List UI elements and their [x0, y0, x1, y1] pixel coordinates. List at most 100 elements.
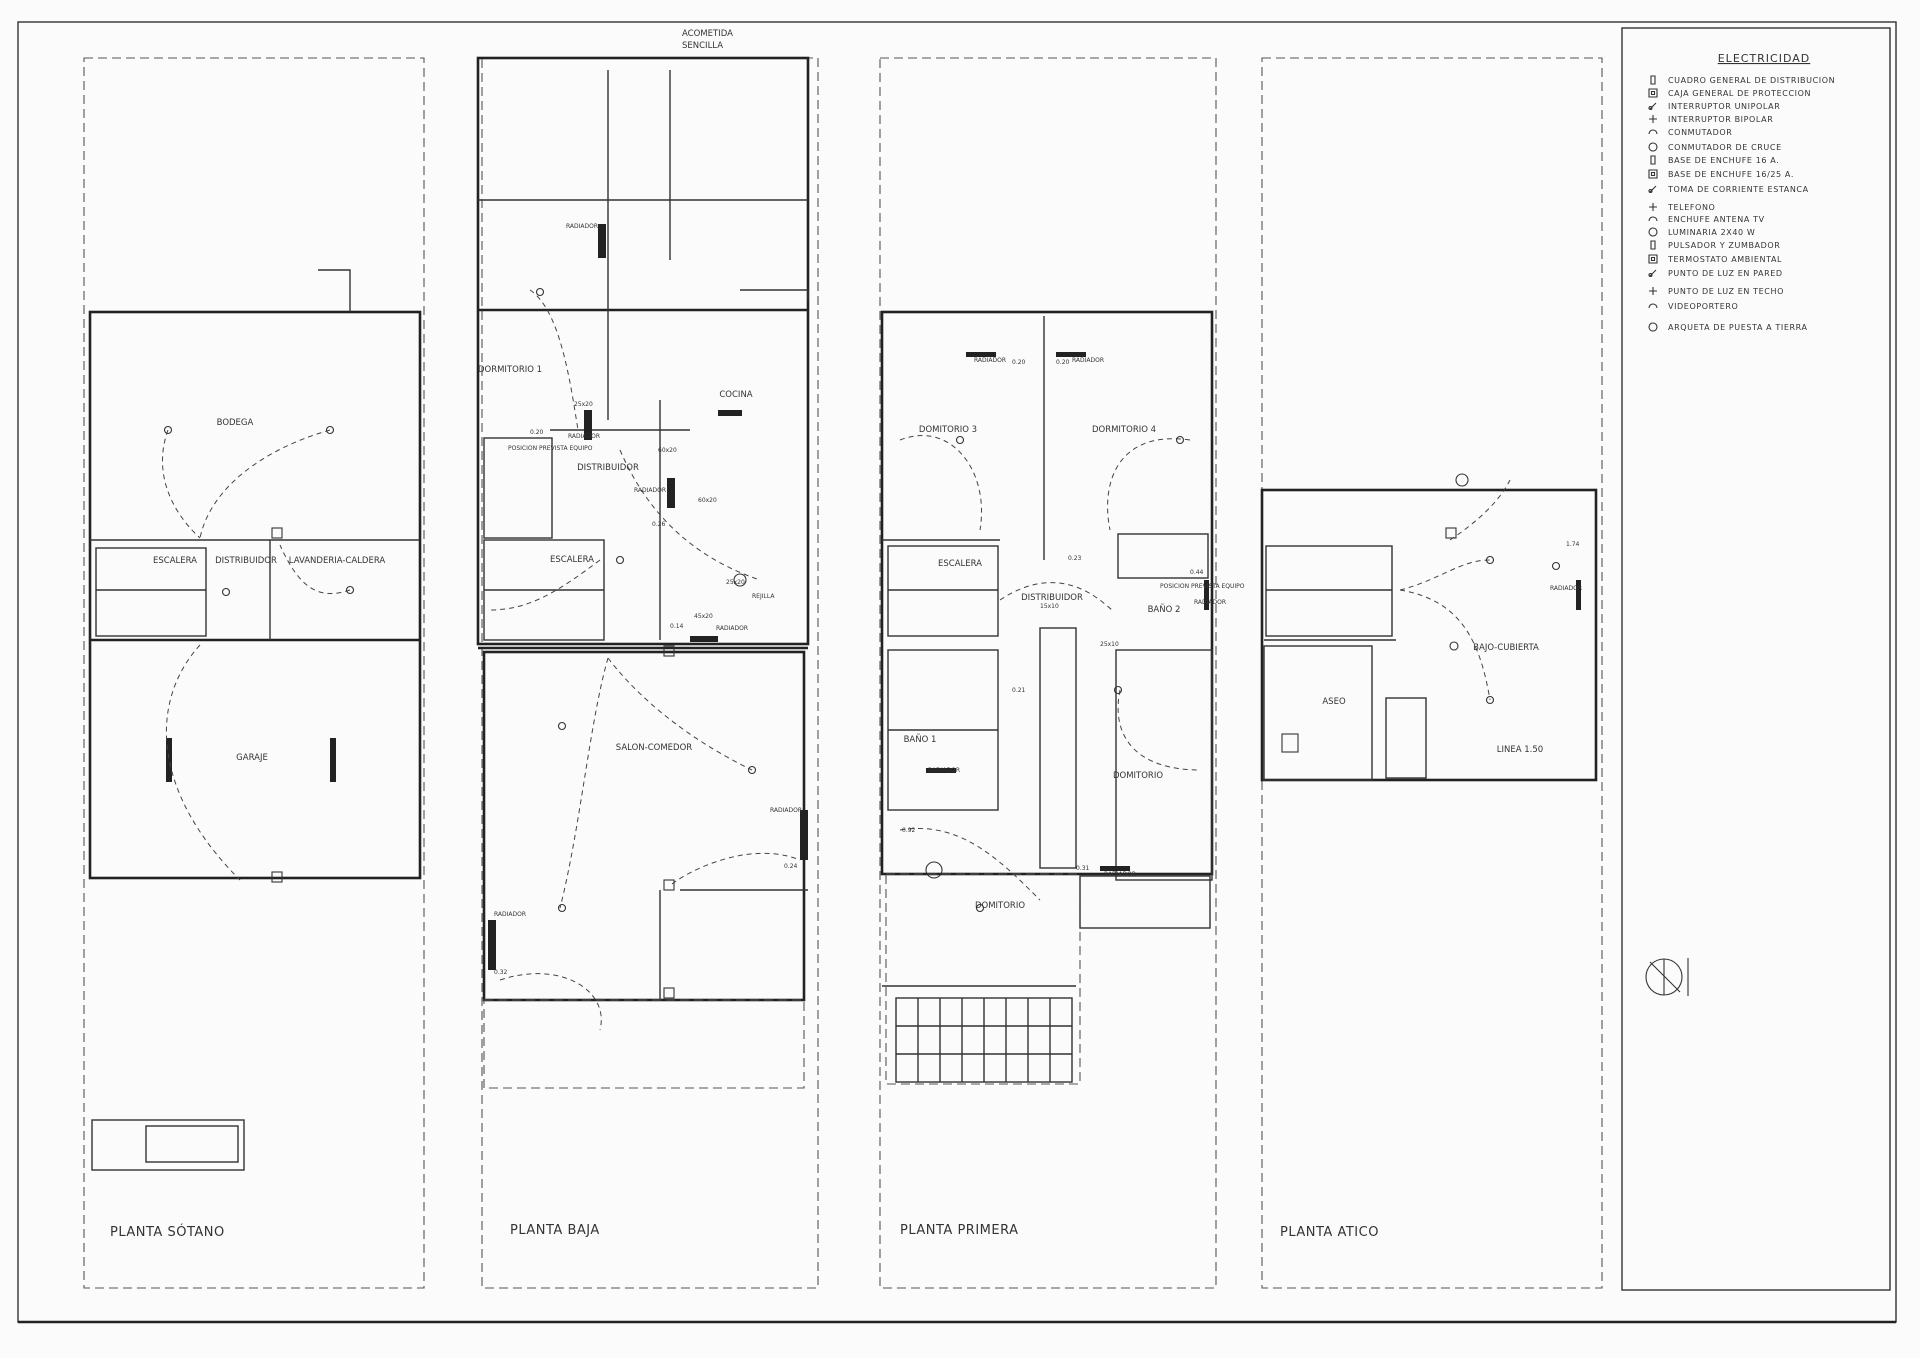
dim-c3: 60x20 [698, 497, 717, 504]
luminaire-icon [1648, 227, 1658, 237]
room-distribuidor-primera: DISTRIBUIDOR [1021, 593, 1083, 603]
radiador-label-p2: RADIADOR [1072, 357, 1104, 364]
legend-title: ELECTRICIDAD [1718, 52, 1811, 65]
acometida-label-1: ACOMETIDA [682, 29, 733, 39]
title-planta-baja: PLANTA BAJA [510, 1223, 600, 1238]
socket-16a-icon [1650, 155, 1656, 165]
protection-box-icon [1648, 88, 1658, 98]
prevista-label-primera: POSICION PREVISTA EQUIPO [1160, 583, 1245, 590]
radiador-label-p1: RADIADOR [974, 357, 1006, 364]
legend-item-label: PUNTO DE LUZ EN PARED [1668, 269, 1783, 278]
prevista-label-baja: POSICION PREVISTA EQUIPO [508, 445, 593, 452]
dim-d5: 0.14 [670, 623, 684, 630]
acometida-label-2: SENCILLA [682, 41, 723, 51]
room-distribuidor-baja: DISTRIBUIDOR [577, 463, 639, 473]
video-intercom-icon [1648, 303, 1658, 309]
dim-d3: 0.24 [784, 863, 798, 870]
room-bano-2: BAÑO 2 [1148, 604, 1181, 615]
bipolar-switch-icon [1649, 115, 1657, 123]
legend-item-label: CONMUTADOR DE CRUCE [1668, 143, 1782, 152]
legend-item-label: CUADRO GENERAL DE DISTRIBUCION [1668, 76, 1835, 85]
north-arrow-icon [1645, 958, 1689, 996]
dim-d12: 1.74 [1566, 541, 1580, 548]
earth-pit-icon [1648, 322, 1658, 332]
room-bodega: BODEGA [217, 418, 254, 428]
tv-antenna-icon [1648, 216, 1658, 222]
legend-item-label: PULSADOR Y ZUMBADOR [1668, 241, 1780, 250]
dim-d8: 0.23 [1068, 555, 1082, 562]
wall-light-icon [1648, 269, 1657, 277]
legend: ELECTRICIDAD CUADRO GENERAL DE DISTRIBUC… [1621, 27, 1891, 1291]
dim-d1: 0.20 [530, 429, 544, 436]
radiador-label-b3: RADIADOR [568, 433, 600, 440]
plan-primera: DOMITORIO 3 DORMITORIO 4 ESCALERA DISTRI… [879, 57, 1245, 1289]
ceiling-light-icon [1649, 287, 1657, 295]
dim-c1: 25x20 [574, 401, 593, 408]
dim-d2: 0.26 [652, 521, 666, 528]
room-bajo-cubierta: BAJO-CUBIERTA [1473, 643, 1539, 653]
dim-d11: 0.31 [1076, 865, 1090, 872]
legend-item-label: INTERRUPTOR UNIPOLAR [1668, 102, 1780, 111]
radiador-label-b2: RADIADOR [634, 487, 666, 494]
dim-c7: 25x10 [1100, 641, 1119, 648]
legend-item-label: CONMUTADOR [1668, 128, 1732, 137]
radiador-label-b4: RADIADOR [770, 807, 802, 814]
thermostat-icon [1648, 254, 1658, 264]
dim-d10: 0.92 [902, 827, 916, 834]
sheet-frame [17, 21, 1897, 1324]
socket-25a-icon [1648, 169, 1658, 179]
room-distribuidor-sotano: DISTRIBUIDOR [215, 556, 277, 566]
room-dormitorio-1: DORMITORIO 1 [478, 365, 542, 375]
telephone-icon [1649, 203, 1657, 211]
cross-commutator-icon [1648, 142, 1658, 152]
title-planta-atico: PLANTA ATICO [1280, 1225, 1379, 1240]
radiador-label-b6: RADIADOR [716, 625, 748, 632]
legend-item-label: PUNTO DE LUZ EN TECHO [1668, 287, 1784, 296]
legend-item-label: BASE DE ENCHUFE 16 A. [1668, 156, 1779, 165]
dim-d6: 0.20 [1012, 359, 1026, 366]
plan-atico: BAJO-CUBIERTA ASEO LINEA 1.50 RADIADOR 1… [1260, 57, 1603, 1289]
room-dormitorio-primera-2: DOMITORIO [975, 901, 1025, 911]
legend-item-label: TERMOSTATO AMBIENTAL [1667, 255, 1782, 264]
legend-item-label: INTERRUPTOR BIPOLAR [1668, 115, 1773, 124]
legend-item-label: ENCHUFE ANTENA TV [1668, 215, 1765, 224]
plan-sotano: BODEGA DISTRIBUIDOR ESCALERA LAVANDERIA-… [83, 57, 425, 1289]
push-buzzer-icon [1650, 240, 1656, 250]
legend-item-label: BASE DE ENCHUFE 16/25 A. [1668, 170, 1794, 179]
dim-c4: 25x20 [726, 579, 745, 586]
plan-baja: DORMITORIO 1 COCINA DISTRIBUIDOR ESCALER… [476, 29, 819, 1289]
dim-c5: 45x20 [694, 613, 713, 620]
rejilla-label: REJILLA [752, 593, 775, 600]
radiador-label-a1: RADIADOR [1550, 585, 1582, 592]
legend-item-label: TELEFONO [1667, 203, 1715, 212]
room-cocina: COCINA [719, 390, 752, 400]
room-garaje: GARAJE [236, 753, 268, 763]
room-escalera-baja: ESCALERA [550, 555, 594, 565]
dim-d4: 0.32 [494, 969, 508, 976]
radiador-label-p5: RADIADOR [1104, 871, 1136, 878]
dim-d7: 0.20 [1056, 359, 1070, 366]
terrace-grid [895, 997, 1073, 1083]
radiador-label-p4: RADIADOR [928, 767, 960, 774]
distribution-board-icon [1650, 75, 1656, 85]
legend-item-label: ARQUETA DE PUESTA A TIERRA [1668, 323, 1808, 332]
radiador-label-p3: RADIADOR [1194, 599, 1226, 606]
waterproof-socket-icon [1648, 185, 1657, 193]
linea-label: LINEA 1.50 [1497, 745, 1543, 755]
room-dormitorio-4: DORMITORIO 4 [1092, 425, 1156, 435]
room-dormitorio-3: DOMITORIO 3 [919, 425, 977, 435]
room-salon-comedor: SALON-COMEDOR [616, 743, 692, 753]
unipolar-switch-icon [1648, 102, 1657, 110]
room-aseo: ASEO [1322, 697, 1346, 707]
title-planta-sotano: PLANTA SÓTANO [110, 1224, 225, 1240]
room-lavanderia: LAVANDERIA-CALDERA [289, 556, 386, 566]
dim-c2: 60x20 [658, 447, 677, 454]
commutator-icon [1648, 129, 1658, 135]
dim-c6: 15x10 [1040, 603, 1059, 610]
radiador-label-b1: RADIADOR [566, 223, 598, 230]
dim-d9: 0.44 [1190, 569, 1204, 576]
legend-item-label: LUMINARIA 2X40 W [1668, 228, 1755, 237]
radiador-label-b5: RADIADOR [494, 911, 526, 918]
